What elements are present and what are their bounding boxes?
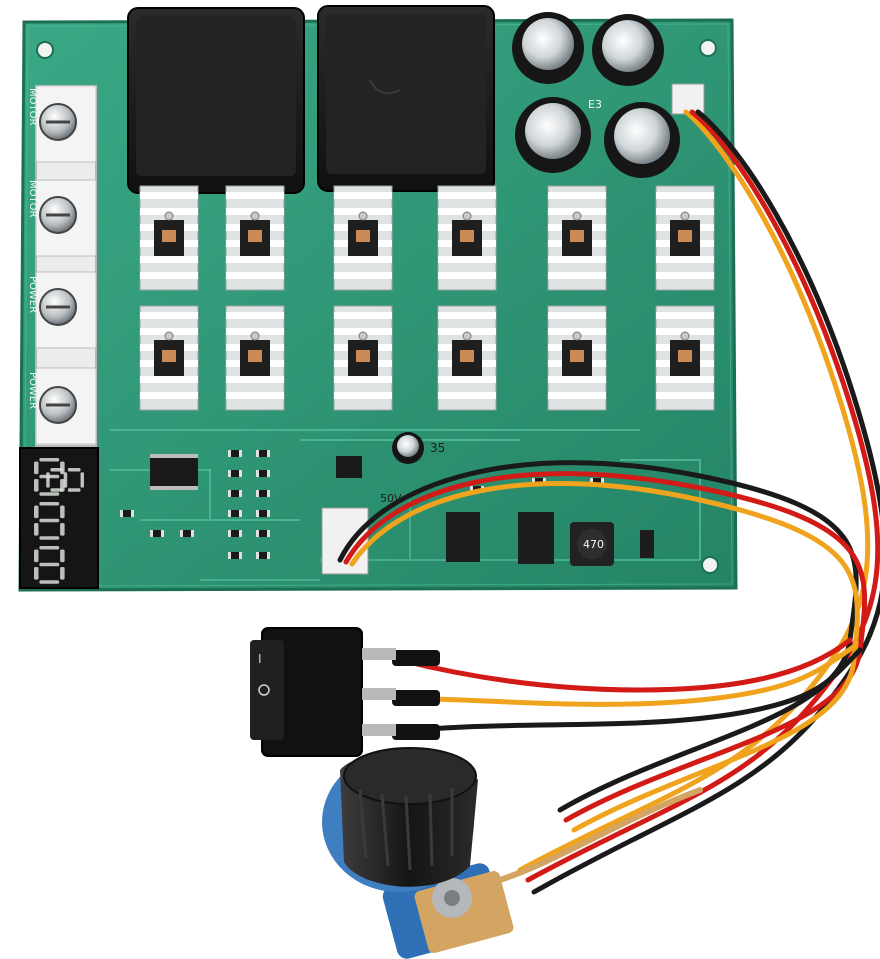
control-ic — [150, 454, 198, 490]
led-display — [19, 447, 99, 589]
terminal-screw-4 — [35, 367, 97, 445]
potentiometer-wires — [497, 787, 703, 883]
terminal-screw-2 — [35, 179, 97, 257]
rocker-switch: I — [250, 627, 396, 757]
electrolytic-capacitor: 35 — [392, 432, 445, 464]
relay-left — [127, 7, 305, 194]
regulators: 470 — [446, 512, 654, 566]
terminal-label-1: MOTOR — [27, 88, 38, 125]
switch-wires — [392, 637, 863, 740]
voltage-label: 50V — [380, 492, 402, 505]
small-ic — [336, 456, 362, 478]
terminal-screw-3 — [35, 271, 97, 349]
top-connector — [671, 83, 705, 115]
cable-bundle-middle — [337, 460, 868, 833]
terminal-label-3: POWER — [27, 276, 38, 313]
capacitor-bank: E3 — [512, 12, 680, 178]
relay-right — [317, 5, 495, 192]
potentiometer-knob — [322, 747, 478, 892]
terminal-label-4: POWER — [27, 372, 38, 409]
cap-value-label: 35 — [430, 441, 445, 455]
cap-label: E3 — [588, 98, 602, 111]
terminal-screw-1 — [35, 85, 97, 163]
terminal-block: MOTOR MOTOR POWER POWER — [27, 85, 97, 447]
svg-text:I: I — [258, 652, 262, 666]
terminal-label-2: MOTOR — [27, 180, 38, 217]
inductor-label: 470 — [583, 538, 604, 551]
